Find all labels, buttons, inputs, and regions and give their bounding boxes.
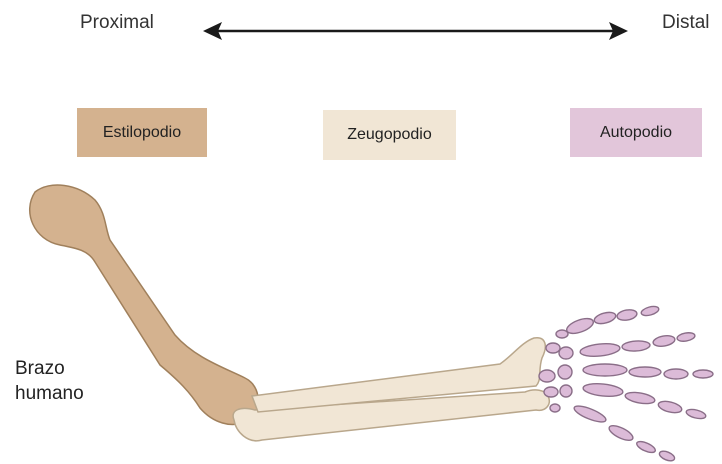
stylopod-label: Estilopodio bbox=[103, 124, 181, 142]
caption-line-1: Brazo bbox=[15, 356, 84, 381]
carpal-bone bbox=[544, 387, 558, 397]
proximal-distal-arrow bbox=[203, 22, 628, 40]
distal-label: Distal bbox=[662, 12, 710, 34]
phalanx-bone bbox=[583, 364, 627, 376]
phalanx-bone bbox=[693, 370, 713, 378]
phalanx-bone bbox=[572, 403, 607, 425]
phalanx-bone bbox=[607, 423, 635, 443]
human-arm-caption: Brazo humano bbox=[15, 356, 84, 406]
carpal-bone bbox=[546, 343, 560, 353]
stylopod-label-box: Estilopodio bbox=[77, 108, 207, 157]
phalanx-bone bbox=[640, 305, 659, 317]
carpal-bone bbox=[556, 330, 568, 338]
carpal-bone bbox=[558, 365, 572, 379]
phalanx-bone bbox=[565, 316, 595, 337]
hand-bones bbox=[539, 305, 713, 463]
phalanx-bone bbox=[676, 331, 695, 342]
carpal-bone bbox=[559, 347, 573, 359]
phalanx-bone bbox=[652, 334, 675, 348]
proximal-label: Proximal bbox=[80, 12, 154, 34]
zeugopod-label: Zeugopodio bbox=[347, 126, 432, 144]
phalanx-bone bbox=[593, 310, 617, 325]
carpal-bone bbox=[550, 404, 560, 412]
phalanx-bone bbox=[622, 340, 651, 352]
phalanx-bone bbox=[624, 390, 655, 405]
carpal-bone bbox=[539, 370, 555, 382]
phalanx-bone bbox=[664, 369, 688, 379]
phalanx-bone bbox=[658, 449, 676, 462]
phalanx-bone bbox=[629, 367, 661, 377]
caption-line-2: humano bbox=[15, 381, 84, 406]
phalanx-bone bbox=[635, 439, 657, 454]
zeugopod-label-box: Zeugopodio bbox=[323, 110, 456, 160]
phalanx-bone bbox=[579, 342, 620, 358]
carpal-bone bbox=[560, 385, 572, 397]
autopod-label-box: Autopodio bbox=[570, 108, 702, 157]
phalanx-bone bbox=[582, 382, 623, 398]
phalanx-bone bbox=[616, 308, 637, 321]
autopod-label: Autopodio bbox=[600, 124, 672, 142]
phalanx-bone bbox=[657, 399, 683, 415]
phalanx-bone bbox=[685, 408, 706, 421]
